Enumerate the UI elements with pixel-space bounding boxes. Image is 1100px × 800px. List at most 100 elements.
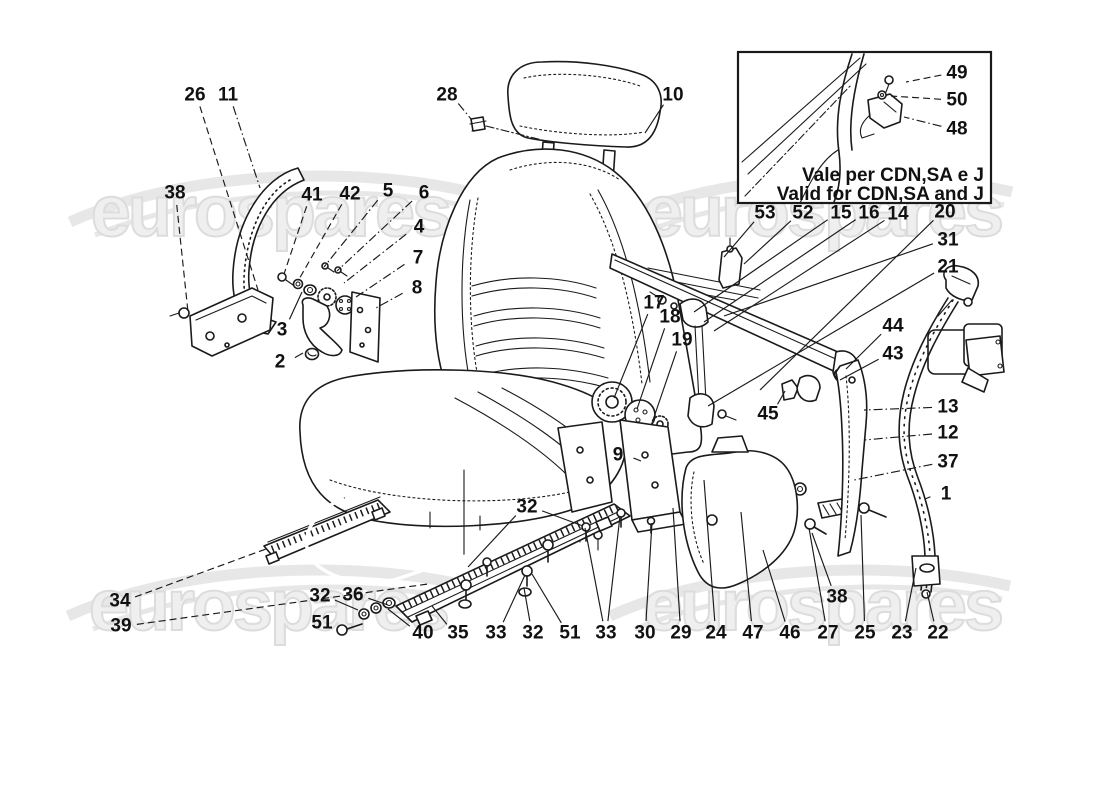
- callout-32[interactable]: 32: [516, 497, 537, 518]
- leader-line: [811, 532, 832, 587]
- callout-51[interactable]: 51: [311, 613, 333, 634]
- leader-line: [343, 233, 407, 284]
- leader-line: [355, 263, 405, 298]
- leader-line: [199, 106, 259, 291]
- leader-line: [652, 351, 678, 421]
- callout-13[interactable]: 13: [937, 397, 958, 418]
- callout-5[interactable]: 5: [383, 181, 394, 202]
- callout-16[interactable]: 16: [858, 203, 879, 224]
- callout-23[interactable]: 23: [891, 623, 912, 644]
- leader-line: [636, 328, 666, 410]
- callout-27[interactable]: 27: [817, 623, 838, 644]
- callout-14[interactable]: 14: [887, 204, 909, 225]
- callout-43[interactable]: 43: [882, 344, 903, 365]
- leader-line: [294, 352, 304, 359]
- callout-9[interactable]: 9: [613, 445, 624, 466]
- leader-line: [283, 206, 308, 275]
- leader-line: [134, 548, 267, 598]
- leader-line: [644, 104, 664, 134]
- leader-line: [903, 116, 942, 127]
- callout-37[interactable]: 37: [937, 452, 958, 473]
- callout-53[interactable]: 53: [754, 203, 775, 224]
- left-trim-art: [169, 167, 381, 363]
- leader-line: [336, 200, 413, 272]
- leader-line: [232, 106, 261, 189]
- belt-bracket-art: [835, 359, 868, 557]
- callout-25[interactable]: 25: [854, 623, 876, 644]
- callout-50[interactable]: 50: [946, 90, 967, 111]
- callout-38[interactable]: 38: [164, 183, 185, 204]
- callout-17[interactable]: 17: [643, 293, 664, 314]
- callout-2[interactable]: 2: [275, 352, 286, 373]
- callout-33[interactable]: 33: [595, 623, 616, 644]
- callout-4[interactable]: 4: [414, 217, 425, 238]
- leader-line: [693, 219, 829, 313]
- leader-line: [387, 608, 411, 627]
- callout-28[interactable]: 28: [436, 85, 457, 106]
- callout-42[interactable]: 42: [339, 184, 360, 205]
- callout-47[interactable]: 47: [742, 623, 763, 644]
- callout-29[interactable]: 29: [670, 623, 691, 644]
- callout-30[interactable]: 30: [634, 623, 655, 644]
- callout-18[interactable]: 18: [659, 307, 680, 328]
- callout-32[interactable]: 32: [522, 623, 543, 644]
- callout-49[interactable]: 49: [946, 63, 967, 84]
- leader-line: [613, 313, 649, 399]
- leader-line: [845, 333, 882, 370]
- inset-box: Vale per CDN,SA e J Valid for CDN,SA and…: [736, 50, 993, 205]
- callout-6[interactable]: 6: [419, 183, 430, 204]
- leader-line: [863, 433, 933, 441]
- callout-48[interactable]: 48: [946, 119, 967, 140]
- callout-19[interactable]: 19: [671, 330, 692, 351]
- callout-26[interactable]: 26: [184, 85, 205, 106]
- callout-46[interactable]: 46: [779, 623, 800, 644]
- callout-35[interactable]: 35: [447, 623, 469, 644]
- callout-36[interactable]: 36: [342, 585, 363, 606]
- callout-1[interactable]: 1: [941, 484, 952, 505]
- leader-line: [860, 514, 866, 622]
- leader-line: [740, 511, 752, 622]
- callout-45[interactable]: 45: [757, 404, 779, 425]
- callout-38[interactable]: 38: [826, 587, 847, 608]
- callout-8[interactable]: 8: [412, 278, 423, 299]
- leader-line: [633, 457, 642, 462]
- callout-52[interactable]: 52: [792, 203, 813, 224]
- recliner-art: [557, 381, 687, 551]
- callout-31[interactable]: 31: [937, 230, 959, 251]
- callout-39[interactable]: 39: [110, 616, 131, 637]
- callout-15[interactable]: 15: [830, 203, 852, 224]
- leader-line: [607, 515, 621, 622]
- callout-10[interactable]: 10: [662, 85, 683, 106]
- leader-line: [777, 390, 786, 405]
- callout-51[interactable]: 51: [559, 623, 581, 644]
- leader-line: [672, 507, 681, 622]
- rails-art: [263, 496, 631, 626]
- callout-40[interactable]: 40: [412, 623, 433, 644]
- headrest-art: [507, 60, 662, 148]
- swoosh-shape: [65, 564, 470, 622]
- callout-24[interactable]: 24: [705, 623, 727, 644]
- callout-12[interactable]: 12: [937, 423, 958, 444]
- callout-21[interactable]: 21: [937, 257, 959, 278]
- leader-line: [373, 292, 403, 310]
- leader-line: [713, 219, 885, 332]
- callout-22[interactable]: 22: [927, 623, 948, 644]
- callout-34[interactable]: 34: [109, 591, 131, 612]
- seat-bracket-art: [557, 421, 613, 513]
- recliner-lever-art: [301, 297, 343, 357]
- callout-3[interactable]: 3: [277, 320, 288, 341]
- callout-41[interactable]: 41: [301, 185, 323, 206]
- swoosh-shape: [607, 564, 1012, 622]
- leader-line: [502, 574, 526, 623]
- callout-20[interactable]: 20: [934, 202, 955, 223]
- leader-line: [467, 515, 517, 568]
- swoosh-shape: [67, 170, 472, 228]
- callout-33[interactable]: 33: [485, 623, 506, 644]
- callout-7[interactable]: 7: [413, 248, 424, 269]
- callout-32[interactable]: 32: [309, 586, 330, 607]
- leader-line: [703, 219, 856, 323]
- callout-11[interactable]: 11: [218, 85, 239, 106]
- callout-44[interactable]: 44: [882, 316, 904, 337]
